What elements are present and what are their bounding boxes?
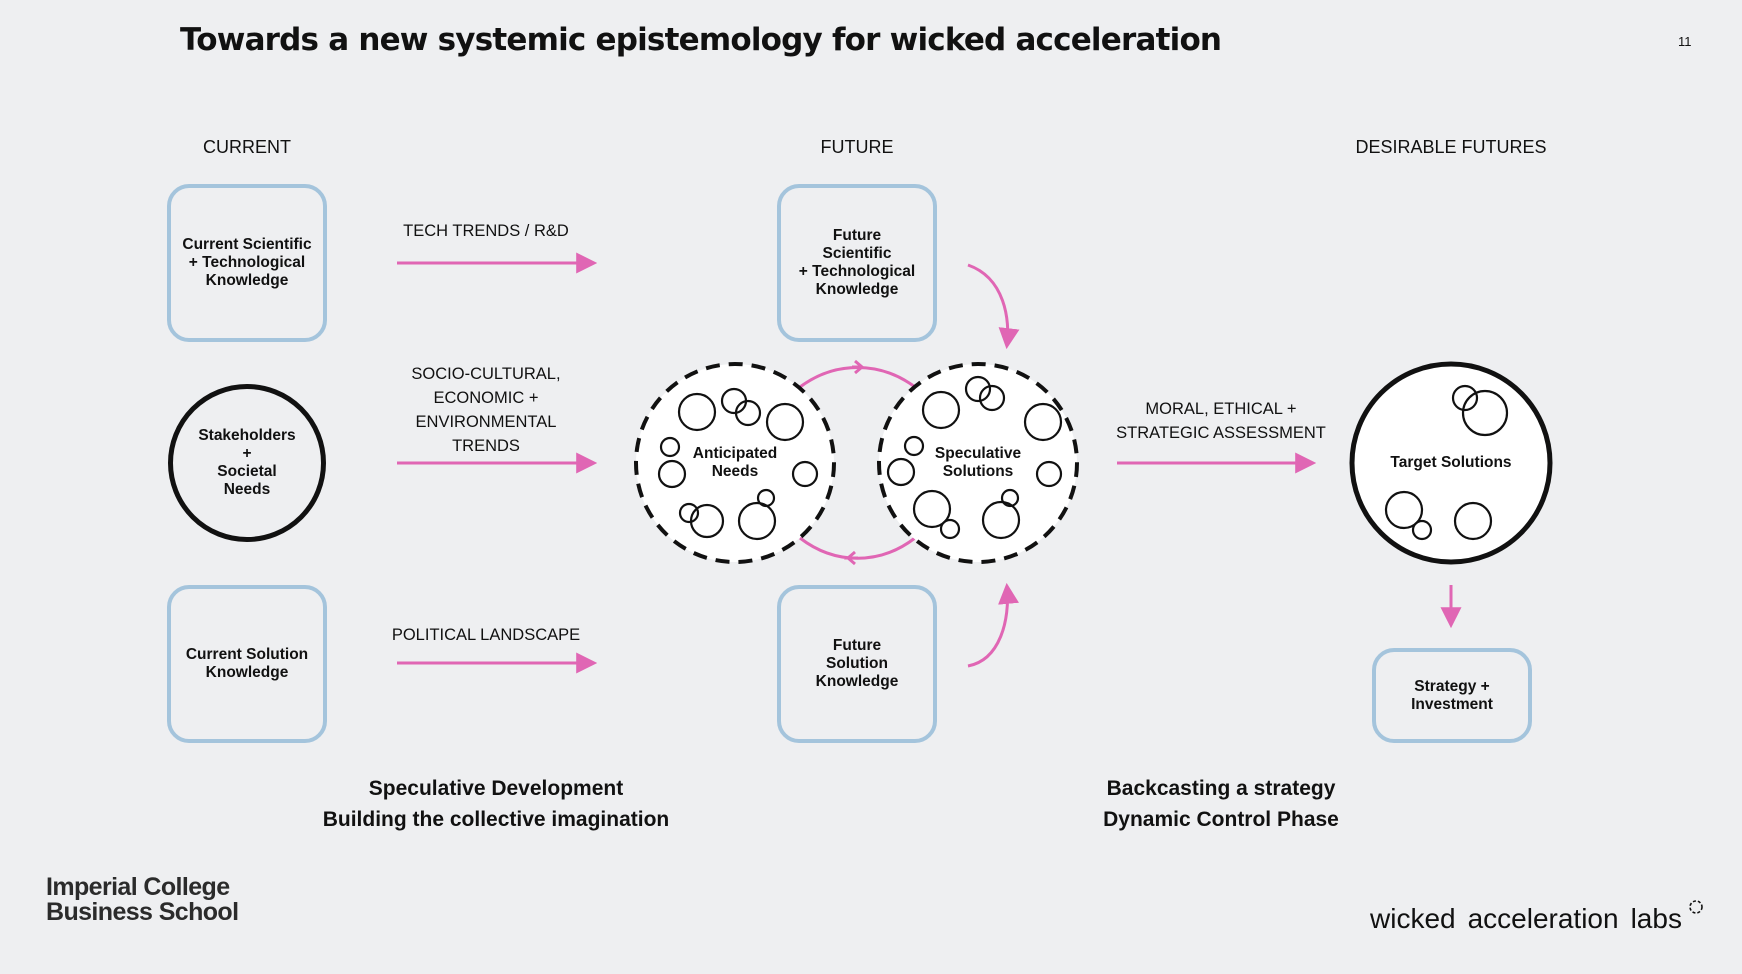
bubble bbox=[981, 500, 1021, 540]
target-solutions-label: Target Solutions bbox=[1390, 454, 1512, 471]
future-sol-line-3: Knowledge bbox=[815, 673, 899, 690]
bubble bbox=[659, 436, 681, 458]
imperial-college-logo: Imperial College Business School bbox=[46, 873, 239, 926]
wicked-acceleration-labs-logo: wicked acceleration labs bbox=[1370, 903, 1694, 935]
moral-line-2: STRATEGIC ASSESSMENT bbox=[1116, 424, 1326, 442]
target-solutions-circle bbox=[1349, 361, 1553, 565]
column-header-current: CURRENT bbox=[203, 137, 291, 157]
bubble bbox=[657, 459, 687, 489]
bubble bbox=[939, 518, 961, 540]
caption-speculative-development: Speculative Development Building the col… bbox=[296, 773, 696, 835]
arrow-loop-bottom-head bbox=[843, 550, 858, 566]
speculative-line-1: Speculative bbox=[934, 445, 1022, 462]
anticipated-line-2: Needs bbox=[711, 463, 759, 480]
bubble bbox=[1023, 402, 1063, 442]
bubble bbox=[1411, 519, 1433, 541]
bubble bbox=[791, 460, 819, 488]
bubble bbox=[1453, 501, 1493, 541]
wal-word-2: acceleration bbox=[1467, 903, 1619, 934]
imperial-line-1: Imperial College bbox=[46, 873, 230, 901]
column-header-future: FUTURE bbox=[820, 137, 894, 157]
flow-label-moral-ethical: MORAL, ETHICAL + STRATEGIC ASSESSMENT bbox=[1111, 397, 1331, 445]
arrow-future-sci-to-speculative bbox=[967, 263, 1020, 350]
socio-line-4: TRENDS bbox=[452, 437, 520, 455]
bubble bbox=[1384, 490, 1424, 530]
bubble bbox=[677, 392, 717, 432]
page-number: 11 bbox=[1678, 34, 1692, 49]
page-title: Towards a new systemic epistemology for … bbox=[180, 22, 1222, 58]
strategy-investment-box: Strategy + Investment bbox=[1372, 648, 1532, 743]
anticipated-line-1: Anticipated bbox=[692, 445, 778, 462]
anticipated-bubbles bbox=[657, 387, 819, 541]
flow-label-political-landscape: POLITICAL LANDSCAPE bbox=[391, 626, 581, 644]
bubble bbox=[734, 399, 762, 427]
stakeholders-line-2: + bbox=[242, 445, 252, 462]
strategy-line-1: Strategy + bbox=[1414, 677, 1490, 695]
bubble bbox=[1461, 389, 1509, 437]
current-solution-knowledge-label: Current Solution Knowledge bbox=[185, 646, 309, 681]
anticipated-needs-label: Anticipated Needs bbox=[655, 440, 815, 486]
bubble bbox=[964, 375, 992, 403]
column-header-desirable-futures: DESIRABLE FUTURES bbox=[1355, 137, 1547, 157]
future-solution-knowledge-box: Future Solution Knowledge bbox=[777, 585, 937, 743]
future-sol-line-2: Solution bbox=[826, 655, 888, 672]
stakeholders-line-1: Stakeholders bbox=[198, 427, 296, 444]
arrow-loop-bottom bbox=[799, 536, 916, 560]
wal-word-3: labs bbox=[1630, 903, 1682, 934]
speculative-line-2: Solutions bbox=[942, 463, 1014, 480]
arrow-loop-top-head bbox=[852, 359, 867, 375]
bubble bbox=[678, 502, 700, 524]
stakeholders-line-4: Needs bbox=[223, 481, 271, 498]
future-sci-line-3: + Technological bbox=[798, 263, 916, 280]
socio-line-2: ECONOMIC + bbox=[433, 389, 539, 407]
socio-line-3: ENVIRONMENTAL bbox=[415, 413, 557, 431]
arrow-future-sol-to-speculative bbox=[967, 582, 1019, 668]
current-scientific-knowledge-label: Current Scientific + Technological Knowl… bbox=[182, 236, 312, 289]
caption-backcasting: Backcasting a strategy Dynamic Control P… bbox=[1021, 773, 1421, 835]
target-bubbles bbox=[1384, 384, 1509, 541]
caption-right-line-1: Backcasting a strategy bbox=[1106, 777, 1336, 800]
flow-label-socio-cultural: SOCIO-CULTURAL, ECONOMIC + ENVIRONMENTAL… bbox=[376, 362, 596, 458]
anticipated-needs-circle bbox=[634, 362, 836, 564]
bubble bbox=[1451, 384, 1479, 412]
flow-label-tech-trends: TECH TRENDS / R&D bbox=[403, 222, 569, 240]
bubble bbox=[1035, 460, 1063, 488]
bubble bbox=[921, 390, 961, 430]
bubble bbox=[978, 384, 1006, 412]
future-sci-line-4: Knowledge bbox=[815, 281, 899, 298]
bubble bbox=[1000, 488, 1020, 508]
bubble bbox=[737, 501, 777, 541]
current-solution-knowledge-box: Current Solution Knowledge bbox=[167, 585, 327, 743]
future-scientific-knowledge-box: Future Scientific + Technological Knowle… bbox=[777, 184, 937, 342]
caption-right-line-2: Dynamic Control Phase bbox=[1103, 808, 1339, 831]
future-sci-line-1: Future bbox=[832, 227, 882, 244]
current-scientific-knowledge-box: Current Scientific + Technological Knowl… bbox=[167, 184, 327, 342]
bubble bbox=[765, 402, 805, 442]
future-sci-line-2: Scientific bbox=[822, 245, 892, 262]
bubble bbox=[912, 489, 952, 529]
stakeholders-line-3: Societal bbox=[217, 463, 277, 480]
socio-line-1: SOCIO-CULTURAL, bbox=[411, 365, 561, 383]
future-sol-line-1: Future bbox=[832, 637, 882, 654]
wal-word-1: wicked bbox=[1370, 903, 1456, 934]
speculative-solutions-label: Speculative Solutions bbox=[898, 440, 1058, 486]
bubble bbox=[903, 435, 925, 457]
moral-line-1: MORAL, ETHICAL + bbox=[1145, 400, 1297, 418]
caption-left-line-1: Speculative Development bbox=[368, 777, 624, 800]
stakeholders-needs-circle: Stakeholders + Societal Needs bbox=[168, 384, 326, 542]
bubble bbox=[689, 503, 725, 539]
caption-left-line-2: Building the collective imagination bbox=[322, 808, 670, 831]
imperial-line-2: Business School bbox=[46, 898, 239, 926]
bubble bbox=[886, 457, 916, 487]
strategy-line-2: Investment bbox=[1411, 695, 1493, 713]
speculative-bubbles bbox=[886, 375, 1063, 540]
